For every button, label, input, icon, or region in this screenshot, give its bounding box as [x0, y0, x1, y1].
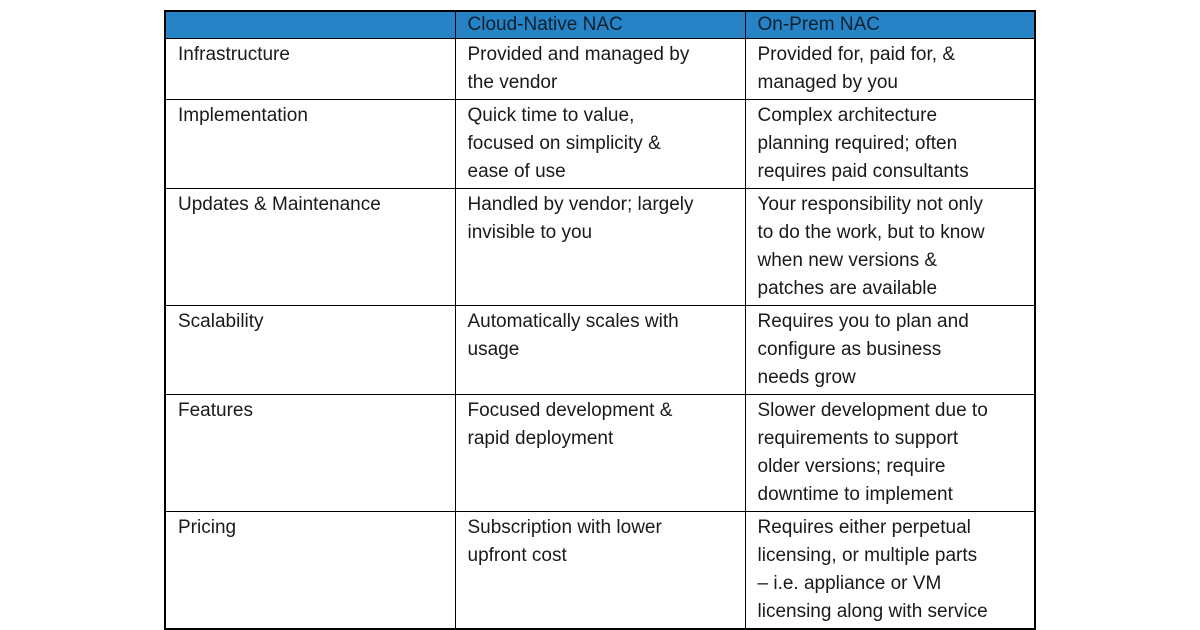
- cloud-native-value: Automatically scales with usage: [454, 305, 746, 395]
- on-prem-value: Requires you to plan and configure as bu…: [744, 305, 1036, 395]
- header-cell-feature: [164, 10, 456, 39]
- nac-comparison-container: Cloud-Native NAC On-Prem NAC Infrastruct…: [164, 10, 1036, 630]
- header-cell-on-prem-nac: On-Prem NAC: [744, 10, 1036, 39]
- cloud-native-value: Provided and managed by the vendor: [454, 38, 746, 100]
- table-row-implementation: Implementation Quick time to value, focu…: [164, 99, 1036, 189]
- table-row-updates-maintenance: Updates & Maintenance Handled by vendor;…: [164, 188, 1036, 306]
- table-row-pricing: Pricing Subscription with lower upfront …: [164, 511, 1036, 630]
- table-row-infrastructure: Infrastructure Provided and managed by t…: [164, 38, 1036, 100]
- table-row-scalability: Scalability Automatically scales with us…: [164, 305, 1036, 395]
- feature-label: Pricing: [164, 511, 456, 630]
- feature-label: Features: [164, 394, 456, 512]
- cloud-native-value: Handled by vendor; largely invisible to …: [454, 188, 746, 306]
- feature-label: Implementation: [164, 99, 456, 189]
- nac-comparison-table: Cloud-Native NAC On-Prem NAC Infrastruct…: [164, 10, 1036, 630]
- header-row: Cloud-Native NAC On-Prem NAC: [164, 10, 1036, 39]
- on-prem-value: Your responsibility not only to do the w…: [744, 188, 1036, 306]
- on-prem-value: Provided for, paid for, & managed by you: [744, 38, 1036, 100]
- header-cell-cloud-native-nac: Cloud-Native NAC: [454, 10, 746, 39]
- cloud-native-value: Focused development & rapid deployment: [454, 394, 746, 512]
- cloud-native-value: Subscription with lower upfront cost: [454, 511, 746, 630]
- cloud-native-value: Quick time to value, focused on simplici…: [454, 99, 746, 189]
- feature-label: Infrastructure: [164, 38, 456, 100]
- feature-label: Updates & Maintenance: [164, 188, 456, 306]
- feature-label: Scalability: [164, 305, 456, 395]
- on-prem-value: Complex architecture planning required; …: [744, 99, 1036, 189]
- on-prem-value: Requires either perpetual licensing, or …: [744, 511, 1036, 630]
- on-prem-value: Slower development due to requirements t…: [744, 394, 1036, 512]
- table-row-features: Features Focused development & rapid dep…: [164, 394, 1036, 512]
